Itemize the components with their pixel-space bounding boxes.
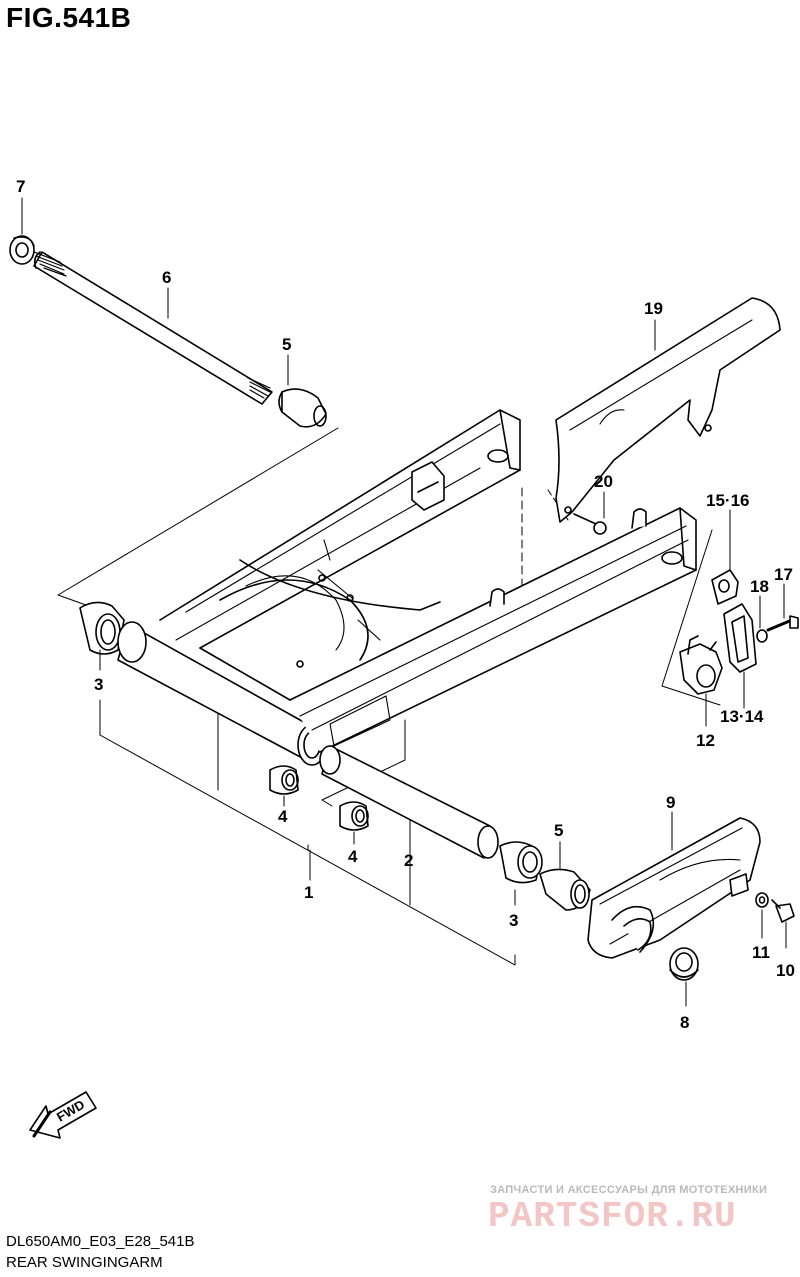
callout-20: 20 (594, 472, 613, 491)
callout-3-right: 3 (509, 911, 518, 930)
callout-15-16: 15·16 (706, 491, 749, 510)
callout-1: 1 (304, 883, 313, 902)
figure-caption: REAR SWINGINGARM (6, 1254, 163, 1271)
callout-10: 10 (776, 961, 795, 980)
screw-part (573, 513, 607, 535)
swingarm-body-part (117, 409, 697, 766)
callout-5-upper: 5 (282, 335, 291, 354)
callout-11: 11 (752, 943, 770, 962)
callout-9: 9 (666, 793, 675, 812)
flange-nut-part (669, 947, 699, 981)
callout-12: 12 (696, 731, 715, 750)
callout-5-lower: 5 (554, 821, 563, 840)
callout-2: 2 (404, 851, 413, 870)
callout-7: 7 (16, 177, 25, 196)
fwd-arrow-icon: FWD (29, 1091, 97, 1139)
chain-case-part (587, 817, 761, 959)
adjuster-plate-part (711, 569, 739, 605)
figure-code: DL650AM0_E03_E28_541B (6, 1233, 195, 1250)
bearing-part-left (79, 601, 125, 655)
collar-part-lower (539, 868, 591, 911)
callout-4-lower: 4 (348, 847, 358, 866)
axle-bracket-part (679, 635, 723, 695)
callout-8: 8 (680, 1013, 689, 1032)
callout-19: 19 (644, 299, 663, 318)
collar-part-upper (278, 388, 327, 428)
adjuster-washer-part (756, 629, 768, 643)
callout-6: 6 (162, 268, 171, 287)
pivot-shaft-part (33, 251, 273, 405)
watermark-brand: PARTSFOR.RU (488, 1196, 737, 1237)
bearing-part-right (499, 841, 543, 884)
callout-13-14: 13·14 (720, 707, 764, 726)
callout-4-upper: 4 (278, 807, 288, 826)
chain-guard-part (555, 297, 781, 523)
watermark-tagline: ЗАПЧАСТИ И АКСЕССУАРЫ ДЛЯ МОТОТЕХНИКИ (490, 1184, 768, 1196)
chain-adjuster-part (723, 603, 757, 673)
spacer-tube-part (319, 745, 499, 859)
callout-17: 17 (774, 565, 793, 584)
figure-title: FIG.541B (6, 2, 132, 33)
needle-bearing-part-upper (269, 765, 299, 795)
callout-18: 18 (750, 577, 769, 596)
callout-3-left: 3 (94, 675, 103, 694)
adjuster-bolt-part (766, 615, 799, 632)
bolt-part (771, 899, 795, 923)
pivot-nut-part (9, 235, 35, 265)
needle-bearing-part-lower (339, 801, 369, 831)
washer-part (755, 892, 769, 908)
